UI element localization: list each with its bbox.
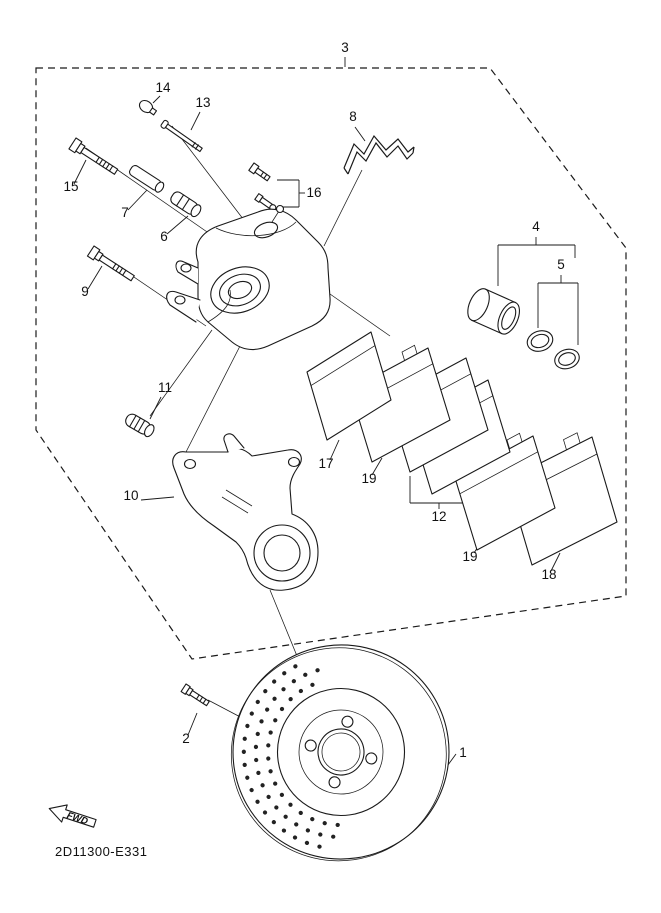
callout-10: 10 <box>123 488 138 503</box>
caliper-lower-lug <box>166 290 201 323</box>
bracket-bolt <box>86 245 135 282</box>
bracket-tab <box>223 433 245 453</box>
bleed-nipple <box>254 193 277 212</box>
bleeder-boss <box>275 204 285 214</box>
bleed-screw <box>248 162 271 182</box>
slide-boot-small <box>125 413 155 438</box>
callout-13: 13 <box>195 95 210 110</box>
callout-4: 4 <box>532 219 540 234</box>
callout-15: 15 <box>63 179 78 194</box>
brake-disc <box>230 644 450 862</box>
pad-pin-plug <box>138 99 158 116</box>
disc-bolt <box>180 683 210 707</box>
callout-14: 14 <box>155 80 171 95</box>
callout-2: 2 <box>182 731 190 746</box>
assembly-boundary <box>35 67 627 660</box>
callout-12: 12 <box>431 509 446 524</box>
part-code-label: 2D11300-E331 <box>55 844 148 859</box>
fwd-label: FWD <box>65 810 89 827</box>
callout-7: 7 <box>121 205 129 220</box>
bleed-screw-set <box>248 162 277 212</box>
callout-8: 8 <box>349 109 357 124</box>
brake-pads <box>306 331 618 566</box>
callout-18: 18 <box>541 567 556 582</box>
piston-seals <box>526 330 580 370</box>
caliper-bolt <box>68 137 119 175</box>
callout-17: 17 <box>318 456 333 471</box>
pad-pin <box>160 119 203 153</box>
callout-19b: 19 <box>462 549 477 564</box>
pad-shim-17 <box>306 331 392 441</box>
caliper-piston <box>467 288 520 335</box>
disc-drill-holes <box>265 682 341 828</box>
fwd-arrow: FWD <box>48 804 97 828</box>
caliper-bracket <box>172 433 319 591</box>
callout-11: 11 <box>158 380 172 395</box>
callout-3: 3 <box>341 40 349 55</box>
disc-center-bore <box>317 728 365 776</box>
callout-9: 9 <box>81 284 89 299</box>
pad-spring-clip <box>343 134 415 175</box>
callout-5: 5 <box>557 257 565 272</box>
slide-pin-collar <box>128 164 165 193</box>
callout-16: 16 <box>306 185 321 200</box>
callout-19a: 19 <box>361 471 376 486</box>
callout-labels: 3 14 13 8 15 7 6 16 9 4 5 11 10 17 19 12… <box>63 40 564 760</box>
caliper-body <box>166 204 331 351</box>
slide-pin-boot <box>170 191 202 218</box>
callout-6: 6 <box>160 229 168 244</box>
callout-1: 1 <box>459 745 467 760</box>
